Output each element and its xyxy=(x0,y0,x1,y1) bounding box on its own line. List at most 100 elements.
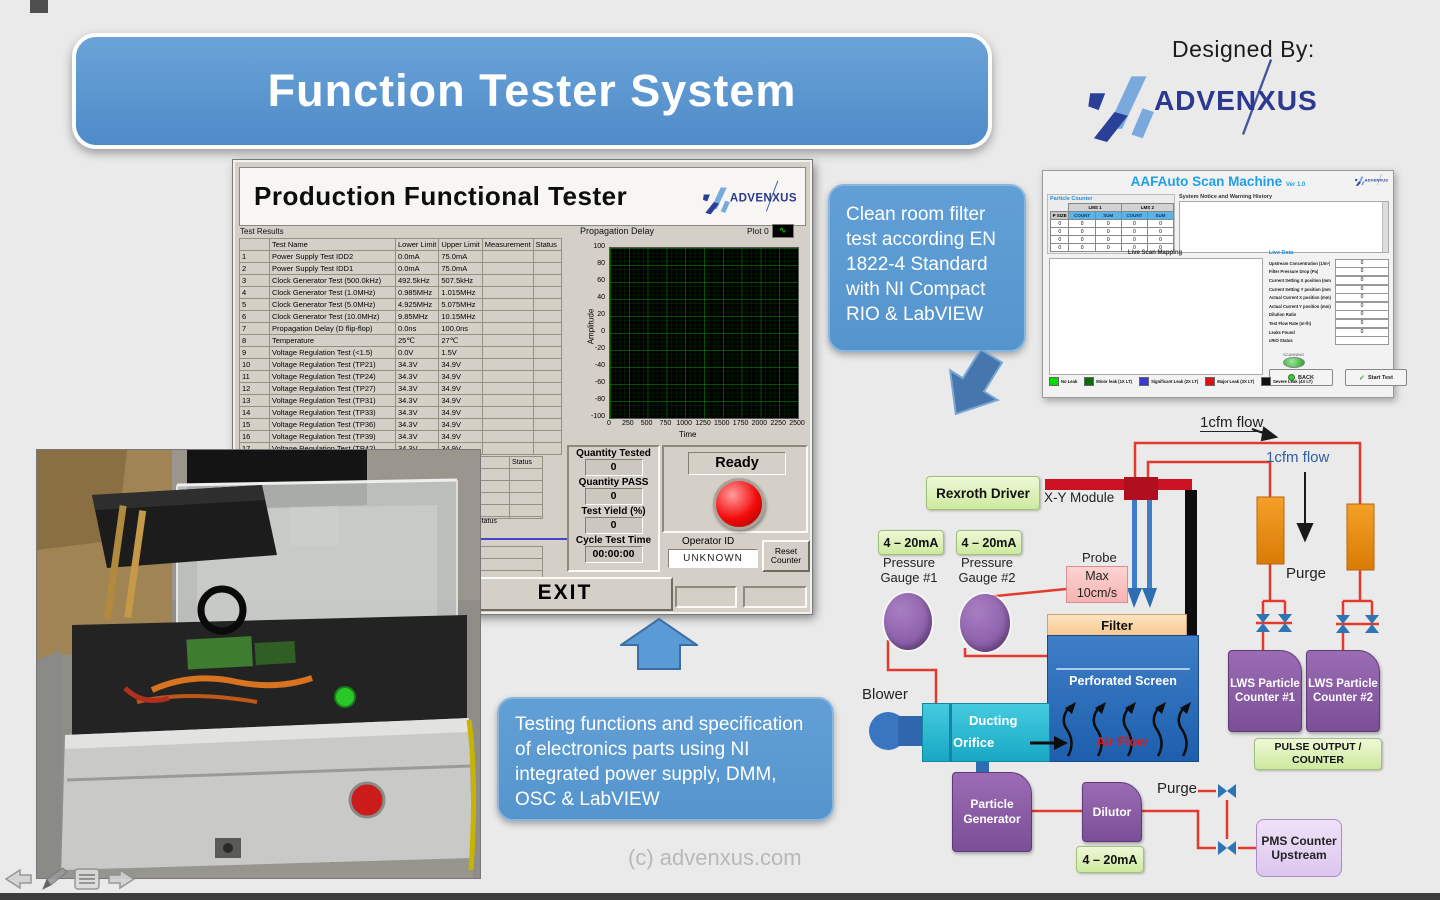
pressure-gauge-2-label: Pressure Gauge #2 xyxy=(958,555,1016,585)
advenxus-logo-small xyxy=(703,180,798,215)
tester-title: Production Functional Tester xyxy=(254,181,628,211)
x-tick: 0 xyxy=(607,420,611,427)
live-data-label: Test Flow Rate (m³/h) xyxy=(1269,320,1312,326)
orifice-label: Orifice xyxy=(953,735,995,750)
table-cell: 34.9V xyxy=(438,358,483,371)
signal-4-20ma-2: 4 – 20mA xyxy=(956,530,1022,555)
table-cell: 3 xyxy=(239,274,270,287)
table-cell xyxy=(481,394,534,407)
rexroth-driver-box: Rexroth Driver xyxy=(926,476,1040,510)
table-cell: 8 xyxy=(239,334,270,347)
status-field-a xyxy=(675,586,737,608)
table-cell xyxy=(532,298,562,311)
mapping-label: Live Scan Mapping xyxy=(1127,250,1183,256)
operator-id-field[interactable]: UNKNOWN xyxy=(668,549,758,568)
waveform-icon: ∿ xyxy=(771,224,794,238)
status-col-label-2: Status xyxy=(477,518,497,525)
purge-top-label: Purge xyxy=(1286,565,1327,582)
table-cell: Status xyxy=(532,238,562,251)
y-tick: 80 xyxy=(597,260,605,267)
exit-button[interactable]: EXIT xyxy=(457,577,673,611)
live-data-row: Actual Current Y position (mm)0 xyxy=(1269,301,1389,311)
col-header: P SIZE xyxy=(1049,211,1070,220)
equipment-photo xyxy=(37,450,480,878)
start-test-button[interactable]: ✓ Start Test xyxy=(1345,369,1407,386)
pms-counter-box: PMS Counter Upstream xyxy=(1256,819,1342,877)
table-cell xyxy=(532,346,562,359)
callout-arrow xyxy=(948,350,1004,416)
table-cell: 10.15MHz xyxy=(438,310,483,323)
table-cell xyxy=(481,406,534,419)
table-cell: 12 xyxy=(239,382,270,395)
legend-swatch-icon xyxy=(1205,377,1216,386)
counter-label: Quantity Tested xyxy=(576,448,651,459)
filter-box: Filter xyxy=(1047,614,1187,637)
table-cell: 4.925MHz xyxy=(394,298,440,311)
back-led-icon xyxy=(1288,374,1296,381)
table-cell: 0.0ns xyxy=(394,322,440,335)
pen-tool-button[interactable] xyxy=(38,866,68,892)
signal-4-20ma-3: 4 – 20mA xyxy=(1076,846,1144,873)
table-cell: 1.015MHz xyxy=(438,286,483,299)
y-axis-label: Amplitude xyxy=(586,308,596,345)
live-data-value: 0 xyxy=(1335,318,1389,328)
live-data-row: Upstream Concentration (1/m³)0 xyxy=(1269,258,1389,268)
table-cell: Power Supply Test IDD1 xyxy=(269,262,396,275)
back-button[interactable]: BACK xyxy=(1269,369,1333,386)
tester-header: Production Functional Tester xyxy=(239,167,806,226)
pc-cell: 0 xyxy=(1120,235,1149,244)
table-cell: 34.9V xyxy=(438,430,483,443)
operator-id-label: Operator ID xyxy=(682,536,735,547)
table-cell: 34.9V xyxy=(438,406,483,419)
plot-legend[interactable]: Plot 0 ∿ xyxy=(747,224,794,238)
pc-cell: 0 xyxy=(1120,227,1149,236)
cleanroom-callout: Clean room filter test according EN 1822… xyxy=(828,184,1026,352)
table-cell: Upper Limit xyxy=(438,238,483,251)
table-cell xyxy=(481,418,534,431)
live-data-row: cRIO Status xyxy=(1269,336,1389,346)
x-tick: 750 xyxy=(659,420,672,427)
scrollbar[interactable] xyxy=(1382,202,1388,252)
y-tick: 20 xyxy=(597,311,605,318)
live-data-value: 0 xyxy=(1335,327,1389,337)
xy-module-label: X-Y Module xyxy=(1044,490,1115,505)
x-tick: 500 xyxy=(640,420,653,427)
counter-label: Test Yield (%) xyxy=(581,506,646,517)
scanning-label: SCANNING xyxy=(1283,352,1305,357)
col-header: COUNT xyxy=(1068,211,1096,220)
table-cell: Test Name xyxy=(269,238,396,251)
propagation-delay-plot[interactable] xyxy=(609,247,799,419)
legend-label: No Leak xyxy=(1061,379,1078,384)
scan-version: Ver 1.0 xyxy=(1285,182,1306,188)
table-cell: Voltage Regulation Test (TP21) xyxy=(269,358,396,371)
previous-slide-button[interactable] xyxy=(2,866,34,892)
next-slide-button[interactable] xyxy=(106,866,138,892)
plenum-box: Perforated Screen Air Flow xyxy=(1047,635,1199,762)
advenxus-logo xyxy=(1088,58,1319,142)
pc-cell: 0 xyxy=(1049,219,1070,228)
slide-menu-button[interactable] xyxy=(72,866,102,892)
table-cell: Clock Generator Test (500.0kHz) xyxy=(269,274,396,287)
live-data-label: Dilution Ratio xyxy=(1269,312,1297,318)
reset-counter-button[interactable]: Reset Counter xyxy=(762,540,810,572)
